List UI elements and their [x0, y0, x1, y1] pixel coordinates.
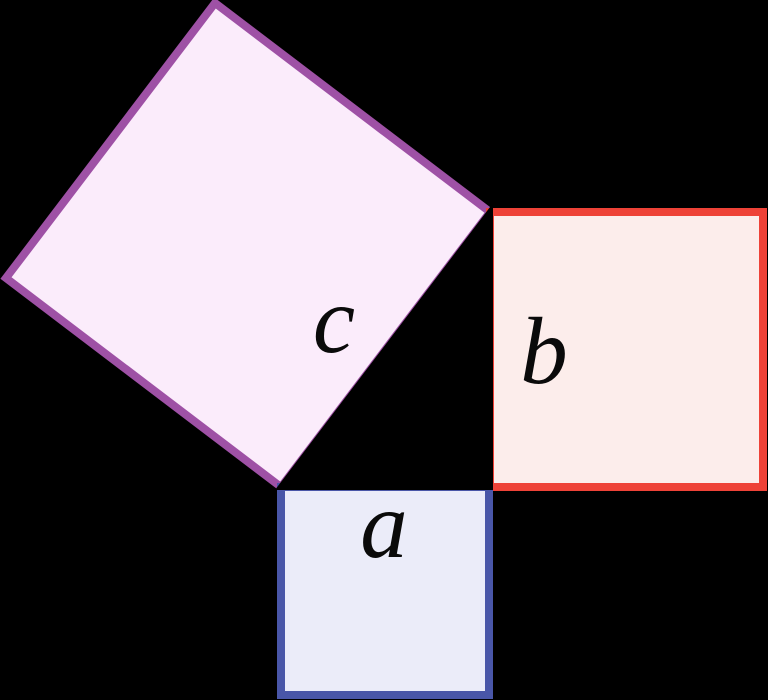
- label-b: b: [520, 298, 568, 404]
- side-b-square: [486, 208, 767, 491]
- side-a-square: [277, 483, 493, 699]
- label-c: c: [313, 267, 355, 373]
- right-triangle: [274, 203, 493, 490]
- label-a: a: [360, 472, 408, 578]
